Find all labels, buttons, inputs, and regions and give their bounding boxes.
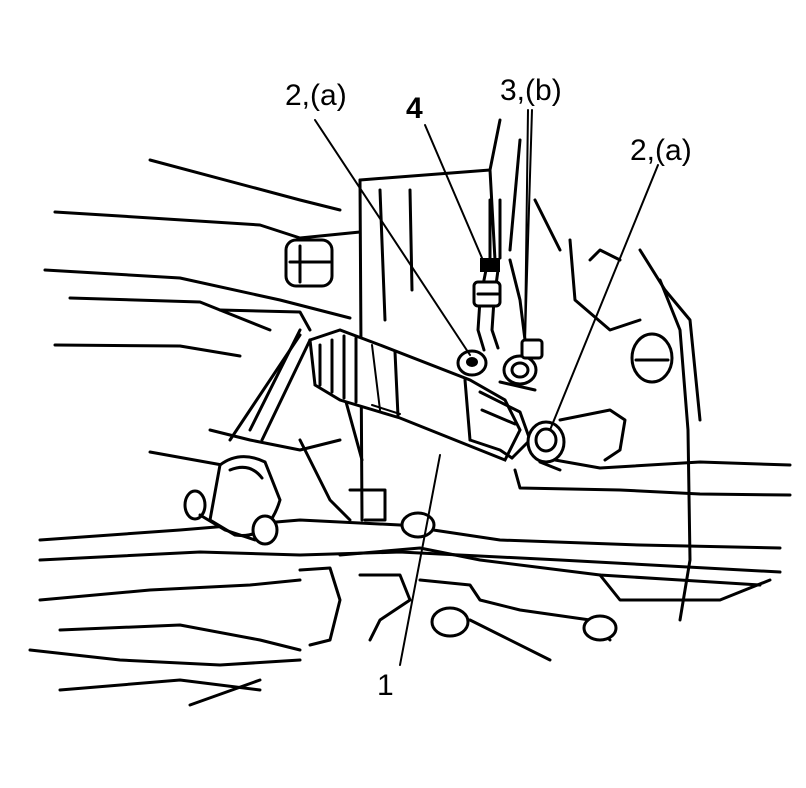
callout-cylinder: 1 (377, 669, 394, 702)
callout-labels: 2,(a) 4 3,(b) 2,(a) 1 (285, 74, 692, 702)
transmission-case-lower (28, 511, 782, 707)
union-bolt (498, 338, 544, 392)
callout-bolt-right: 2,(a) (630, 134, 692, 167)
clutch-hose (472, 198, 527, 352)
release-fork (183, 328, 312, 546)
mount-nut-top (284, 238, 334, 288)
callout-union-bolt: 3,(b) (500, 74, 562, 107)
clutch-release-cylinder (308, 328, 532, 462)
callout-bolt-left: 2,(a) (285, 79, 347, 112)
leader-lines (314, 109, 659, 666)
bolt-upper (456, 349, 488, 377)
bolt-lower (526, 420, 566, 472)
transmission-case-upper (43, 118, 702, 622)
mount-boss-right (630, 332, 674, 384)
callout-hose: 4 (406, 92, 423, 125)
